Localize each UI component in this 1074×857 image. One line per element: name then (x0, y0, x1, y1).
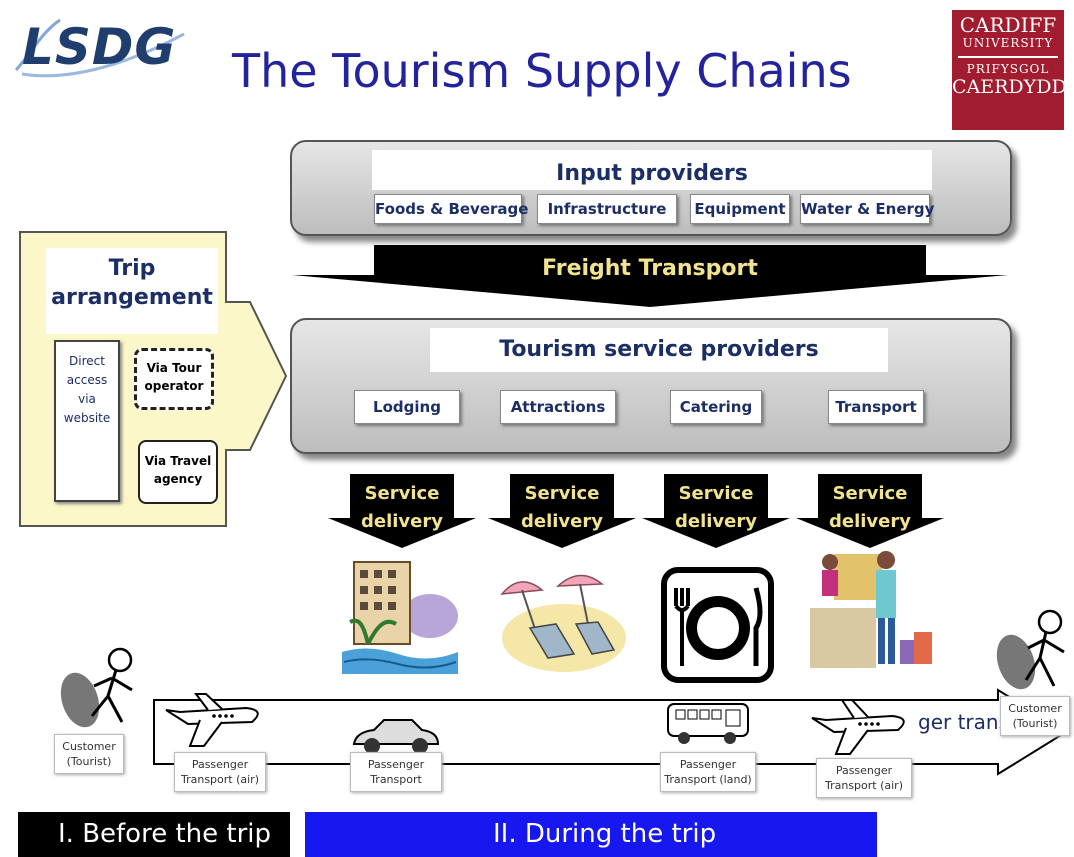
direct-line: access (66, 373, 108, 387)
caption-line: Transport (370, 773, 422, 786)
freight-transport-label: Freight Transport (542, 256, 758, 281)
tourism-services-panel: Tourism service providers Lodging Attrac… (290, 318, 1012, 454)
caption-air-left: Passenger Transport (air) (174, 752, 266, 792)
chip-equipment: Equipment (690, 194, 790, 224)
service-line: Service (364, 483, 440, 504)
chip-attractions: Attractions (500, 390, 616, 424)
travel-agency-box: Via Travel agency (138, 440, 218, 504)
traveller-left-icon (60, 647, 133, 728)
input-providers-panel: Input providers Foods & Beverage Infrast… (290, 140, 1012, 236)
trip-title-line2: arrangement (51, 285, 213, 310)
caption-customer-left: Customer (Tourist) (54, 734, 124, 774)
logo-line: CAERDYDD (952, 76, 1067, 98)
service-delivery-arrow-4 (796, 474, 944, 548)
freight-arrow (292, 245, 1008, 307)
phase-during-trip: II. During the trip (305, 812, 877, 857)
caption-line: Passenger (191, 758, 249, 771)
caption-line: Customer (62, 740, 116, 753)
traveller-right-icon (996, 609, 1065, 690)
service-delivery-label-3: Service delivery (666, 480, 766, 536)
service-line: Service (524, 483, 600, 504)
logo-divider (958, 56, 1058, 58)
caption-line: Transport (land) (664, 773, 752, 786)
service-delivery-arrow-3 (642, 474, 790, 548)
trip-title-box: Trip arrangement (46, 248, 218, 334)
lsdg-logo: LSDG (22, 18, 177, 76)
shopping-illustration (810, 551, 932, 668)
chip-foods-beverage: Foods & Beverage (374, 194, 528, 224)
chip-water-energy: Water & Energy (800, 194, 934, 224)
hotel-illustration (342, 561, 458, 674)
input-providers-title: Input providers (372, 150, 932, 190)
caption-line: Customer (1008, 702, 1062, 715)
caption-air-right: Passenger Transport (air) (816, 758, 912, 798)
caption-customer-right: Customer (Tourist) (1000, 696, 1070, 736)
logo-line: CARDIFF (959, 13, 1057, 37)
tour-operator-box: Via Tour operator (134, 348, 214, 410)
service-line: delivery (829, 511, 911, 532)
service-delivery-arrow-2 (488, 474, 636, 548)
direct-line: website (63, 411, 111, 425)
service-line: delivery (675, 511, 757, 532)
passenger-transport-label: ger trans (918, 710, 1009, 734)
travel-agency-line: agency (153, 472, 203, 486)
caption-line: Transport (air) (824, 779, 903, 792)
chip-infrastructure: Infrastructure (537, 194, 677, 224)
service-line: delivery (361, 511, 443, 532)
catering-icon (661, 567, 774, 683)
bus-icon (667, 703, 749, 744)
service-delivery-label-2: Service delivery (512, 480, 612, 536)
direct-access-box: Direct access via website (54, 340, 120, 502)
airplane-right-icon (811, 699, 905, 755)
service-delivery-label-1: Service delivery (352, 480, 452, 536)
logo-line: UNIVERSITY (962, 36, 1054, 50)
travel-agency-line: Via Travel (144, 454, 212, 468)
service-delivery-label-4: Service delivery (820, 480, 920, 536)
airplane-left-icon (165, 693, 259, 747)
tourism-services-title: Tourism service providers (430, 328, 888, 372)
caption-line: Transport (air) (180, 773, 259, 786)
chip-lodging: Lodging (354, 390, 460, 424)
cardiff-university-logo: CARDIFF UNIVERSITY PRIFYSGOL CAERDYDD (952, 10, 1067, 130)
chip-transport: Transport (828, 390, 924, 424)
lsdg-swoosh (14, 18, 185, 78)
page-title: The Tourism Supply Chains (232, 44, 852, 98)
logo-line: PRIFYSGOL (966, 62, 1050, 76)
caption-line: Passenger (835, 764, 893, 777)
caption-line: (Tourist) (66, 755, 112, 768)
direct-line: Direct (69, 354, 105, 368)
service-delivery-arrow-1 (328, 474, 476, 548)
service-line: Service (832, 483, 908, 504)
passenger-transport-arrow (153, 688, 1068, 776)
trip-title-line1: Trip (108, 256, 156, 281)
phase-before-trip: I. Before the trip (18, 812, 290, 857)
beach-illustration (500, 574, 626, 672)
tour-operator-line: operator (144, 379, 204, 393)
caption-line: Passenger (367, 758, 425, 771)
chip-catering: Catering (670, 390, 762, 424)
direct-line: via (78, 392, 96, 406)
tour-operator-line: Via Tour (146, 361, 202, 375)
caption-car: Passenger Transport (350, 752, 442, 792)
caption-line: (Tourist) (1012, 717, 1058, 730)
caption-line: Passenger (679, 758, 737, 771)
service-line: delivery (521, 511, 603, 532)
service-line: Service (678, 483, 754, 504)
caption-land: Passenger Transport (land) (660, 752, 756, 792)
car-icon (352, 719, 440, 754)
